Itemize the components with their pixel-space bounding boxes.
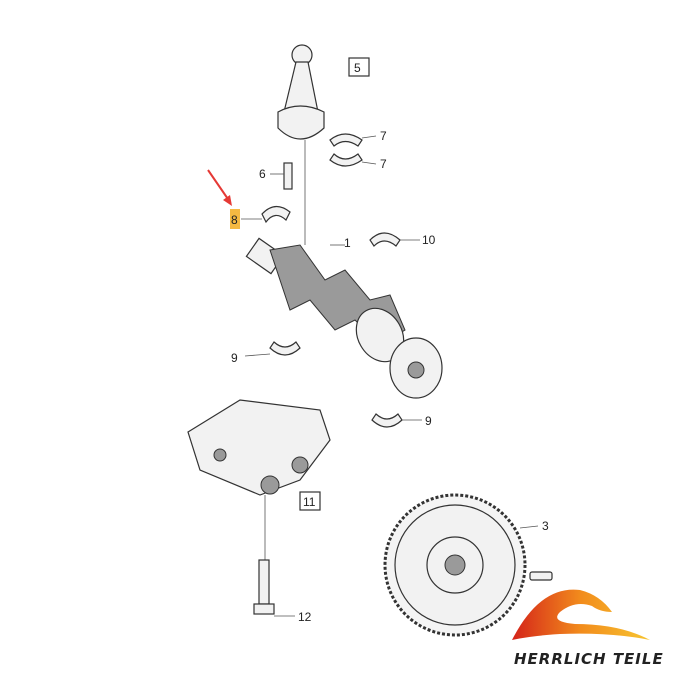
lower-bearing-shell-left xyxy=(269,341,301,356)
main-bearing-shell xyxy=(261,205,291,224)
callout-7-lower: 7 xyxy=(380,157,387,171)
callout-10: 10 xyxy=(422,233,436,247)
flywheel xyxy=(383,493,527,637)
callout-6: 6 xyxy=(259,167,266,181)
callout-1: 1 xyxy=(344,236,351,250)
bearing-shell-upper xyxy=(329,133,363,147)
callout-box-11 xyxy=(299,491,321,511)
brand-text: HERRLICH TEILE xyxy=(514,650,664,668)
callout-3: 3 xyxy=(542,519,549,533)
bearing-shell-lower xyxy=(329,153,363,167)
callout-8: 8 xyxy=(231,213,238,227)
highlight-marker xyxy=(230,209,240,229)
callout-11: 11 xyxy=(303,495,316,509)
thrust-bearing xyxy=(369,232,401,247)
herrlich-logo xyxy=(512,589,650,640)
callout-9-right: 9 xyxy=(425,414,432,428)
ladder-bolt xyxy=(258,559,270,605)
crankshaft xyxy=(245,237,443,399)
callout-12: 12 xyxy=(298,610,312,624)
bearing-ladder xyxy=(187,399,331,496)
callout-7-upper: 7 xyxy=(380,129,387,143)
red-arrow-icon xyxy=(207,169,231,203)
callout-9-left: 9 xyxy=(231,351,238,365)
callout-box-5 xyxy=(348,57,370,77)
lower-bearing-shell-right xyxy=(371,413,403,428)
flywheel-bolt xyxy=(529,571,553,581)
rod-bolt xyxy=(283,162,293,190)
callout-5: 5 xyxy=(354,61,361,75)
connecting-rod xyxy=(277,44,325,245)
